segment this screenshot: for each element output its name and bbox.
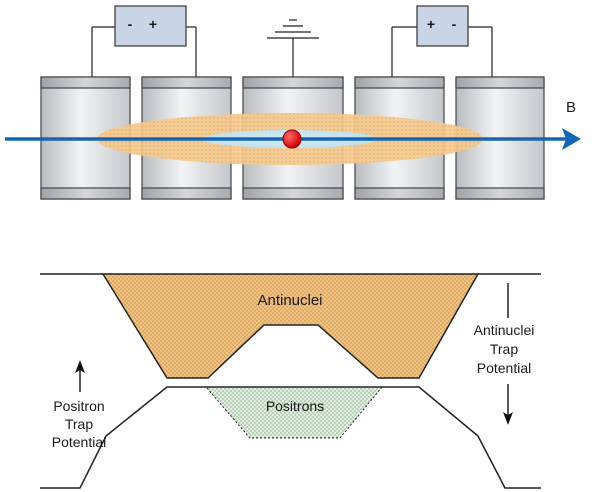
positrons-label: Positrons xyxy=(266,398,324,414)
positron-potential-well xyxy=(40,386,541,489)
positron-trap-line-1: Positron xyxy=(53,398,104,414)
right-power-supply: + - xyxy=(391,5,493,77)
antinuclei-trap-line-1: Antinuclei xyxy=(474,322,535,338)
antinuclei-trap-annotation: Antinuclei Trap Potential xyxy=(474,283,535,425)
positron-trap-line-2: Trap xyxy=(65,416,93,432)
right-supply-plus: + xyxy=(427,16,435,32)
antinuclei-trap-line-3: Potential xyxy=(477,360,531,376)
left-supply-plus: + xyxy=(149,16,157,32)
positron-trap-annotation: Positron Trap Potential xyxy=(52,360,106,450)
ground-connection xyxy=(267,19,319,77)
trapped-particle xyxy=(282,129,302,149)
down-arrow-icon xyxy=(503,412,513,425)
positron-trap-line-3: Potential xyxy=(52,434,106,450)
left-power-supply: - + xyxy=(91,5,197,77)
left-supply-minus: - xyxy=(128,16,133,32)
field-label-b: B xyxy=(566,99,576,116)
antinuclei-potential-well xyxy=(40,273,541,379)
antinuclei-trap-line-2: Trap xyxy=(490,341,518,357)
ground-icon xyxy=(267,19,319,39)
antinuclei-label: Antinuclei xyxy=(257,292,322,309)
up-arrow-icon xyxy=(75,360,85,373)
right-supply-minus: - xyxy=(452,16,457,32)
